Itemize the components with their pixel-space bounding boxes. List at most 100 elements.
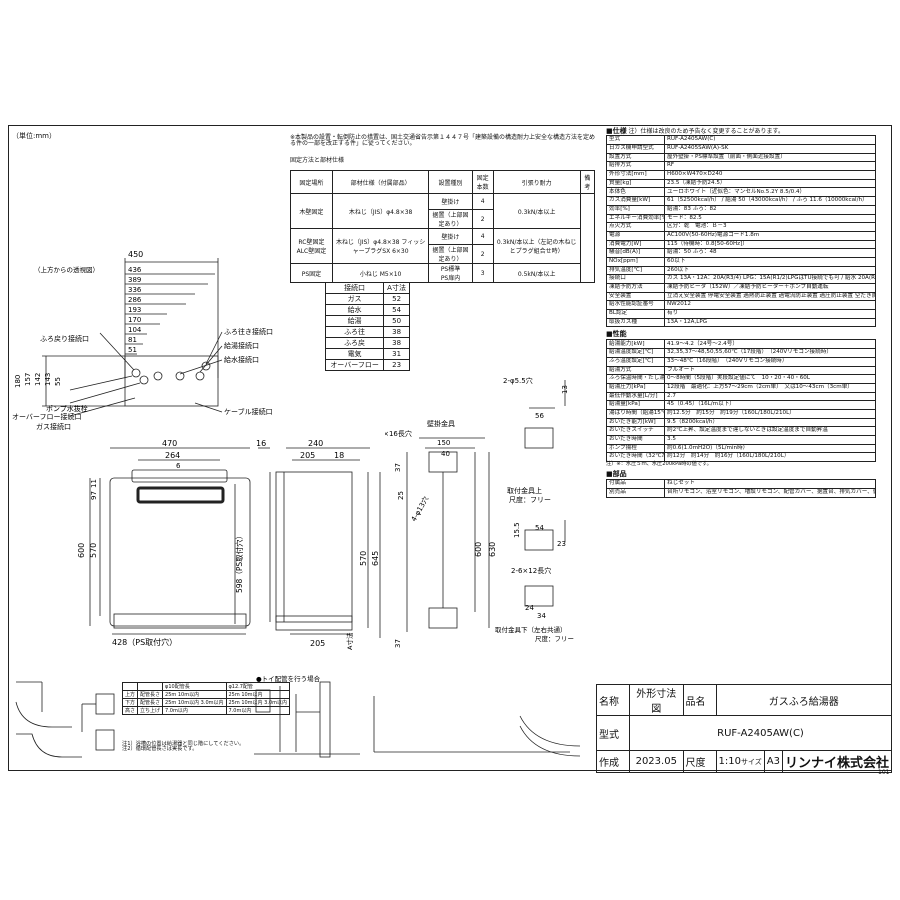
wall-bracket-drawing: 壁掛金具 6-5.5×16長穴 150 40 4-φ13穴 25 600 630 bbox=[385, 419, 497, 632]
spec-value: H600×W470×D240 bbox=[664, 170, 876, 180]
spec-row: 別売品台所リモコン、浴室リモコン、増設リモコン、配管カバー、据置台、排気カバー、… bbox=[606, 488, 876, 498]
spec-row: 湯はり時間（給湯15℃ふろ設定42℃）約12.5分 約15分 約19分（160L… bbox=[606, 408, 876, 419]
spec-key: 給排方式 bbox=[606, 161, 665, 172]
cell bbox=[121, 682, 139, 691]
dim: 13 bbox=[561, 385, 569, 394]
cell-text: PS標準 bbox=[440, 266, 461, 273]
scale-label: 尺度 bbox=[682, 750, 717, 773]
dim: 470 bbox=[162, 439, 177, 448]
spec-row: ふろ温度設定[℃]33～48℃（16段階） （240Vリモコン接続時） bbox=[606, 356, 876, 367]
spec-row: おいだきスイッチ約2℃上昇、設定温度まで達しないときは設定温度まで自動昇温 bbox=[606, 426, 876, 437]
cell: 7.0m以内 bbox=[162, 706, 227, 715]
fixing-row: 木壁固定 木ねじ（JIS）φ4.8×38 壁掛け 4 0.3kN/本以上 bbox=[290, 193, 596, 283]
spec-value: 給湯：83 ふろ：82 bbox=[664, 204, 876, 215]
title-block: 名称 外形寸法図 品名 ガスふろ給湯器 型式 RUF-A2405AW(C) 作成… bbox=[596, 684, 893, 773]
spec-value: ガス 13A・12A：20A(R3/4) LPG：15A(R1/2)LPGはTU… bbox=[664, 274, 876, 285]
spec-row: 給湯方式フルオート bbox=[606, 365, 876, 376]
made-value: 2023.05 bbox=[629, 750, 684, 773]
dim: 4-φ13穴 bbox=[409, 495, 431, 523]
spec-value: AC100V(50-60Hz)電源コード1.8m bbox=[664, 230, 876, 241]
cell: 31 bbox=[383, 348, 410, 360]
dim: 630 bbox=[488, 542, 497, 557]
cell: 小ねじ M5×10 bbox=[331, 263, 430, 283]
cell: 0.3kN/本以上（左記の木ねじとプラグ組合せ時） bbox=[492, 228, 581, 264]
part-label: 2-6×12長穴 bbox=[511, 566, 551, 575]
dim: 23 bbox=[557, 540, 566, 548]
installation-diagram bbox=[15, 681, 115, 758]
page-number: 101 bbox=[878, 769, 890, 776]
dim: 142 bbox=[34, 373, 42, 386]
spec-note: 注）仕様は改良のため予告なく変更することがあります。 bbox=[628, 128, 784, 135]
perf-note: 注）※：水圧５ｍ、水圧200kPa時の値です。 bbox=[606, 461, 712, 468]
spec-key: 消費電力[W] bbox=[606, 239, 665, 250]
unit-label: （単位:mm） bbox=[12, 132, 56, 140]
cell: 25m 10m以内 bbox=[162, 690, 227, 699]
spec-value: 45（0.45）（16L/m以下） bbox=[664, 400, 876, 410]
made-label: 作成 bbox=[596, 750, 630, 773]
dim: 11 bbox=[90, 479, 98, 488]
spec-row: 給湯圧力[kPa]12段階 最適化：上方57～29cm（2cm単） 又は10～4… bbox=[606, 382, 876, 393]
spec-row: 給湯量[kPa]45（0.45）（16L/m以下） bbox=[606, 400, 876, 410]
main-note: ※本製品の設置・転倒防止の措置は、国土交通省告示第１４４７号「建築設備の構造耐力… bbox=[290, 134, 596, 148]
spec-row: 安全装置立消え安全装置 停電安全装置 過熱防止装置 過電流防止装置 過圧防止装置… bbox=[606, 291, 876, 302]
cell: 38 bbox=[383, 326, 410, 338]
spec-value: 13A・12A,LPG bbox=[664, 317, 876, 328]
install-notes: 注1）浴槽の位置は給湯器と同じ階にしてください。 注2）循環配管長さは実長です。 bbox=[122, 741, 247, 753]
cell: 7.0m以内 bbox=[225, 706, 290, 715]
cell: 4 bbox=[471, 228, 494, 245]
cell: 給水 bbox=[324, 304, 385, 316]
spec-value: 約12.5分 約15分 約19分（160L/180L/210L） bbox=[664, 408, 876, 419]
spec-value: 23.5（凍結予防24.5） bbox=[664, 178, 876, 189]
spec-value: 12段階 最適化：上方57～29cm（2cm単） 又は10～43cm（3cm単） bbox=[664, 382, 876, 393]
spec-key: 設置方式 bbox=[606, 152, 665, 163]
spec-key: 型式 bbox=[606, 135, 665, 146]
th: 固定本数 bbox=[471, 170, 494, 194]
part-title: 取付金具上 bbox=[507, 486, 542, 495]
spec-value: 3.5 bbox=[664, 435, 876, 445]
cell: 木ねじ（JIS）φ4.8×38 bbox=[331, 193, 430, 229]
cell: 0.5kN/本以上 bbox=[492, 263, 581, 283]
company-name: リンナイ株式会社 bbox=[781, 750, 893, 773]
dim: 389 bbox=[128, 276, 141, 284]
a-dim-label: A寸法 bbox=[345, 632, 354, 650]
dim: 37 bbox=[394, 463, 402, 472]
connector-label: オーバーフロー接続口 bbox=[12, 412, 82, 421]
parts-title: ■部品 bbox=[606, 470, 627, 479]
dim: 570 bbox=[359, 551, 368, 566]
spec-row: ポンプ揚程約0.6(1.0mH2O)（5L/min時） bbox=[606, 443, 876, 454]
spec-value: 約0.6(1.0mH2O)（5L/min時） bbox=[664, 443, 876, 454]
spec-value: RF bbox=[664, 161, 876, 172]
dim: 336 bbox=[128, 286, 142, 294]
spec-value: NW2012 bbox=[664, 300, 876, 311]
pname-value: ガスふろ給湯器 bbox=[715, 684, 893, 716]
dim: 240 bbox=[308, 439, 323, 448]
drain-note: ●トイ配管を行う場合 bbox=[256, 674, 321, 683]
cell: PS固定 bbox=[290, 263, 333, 283]
spec-row: 外形寸法[mm]H600×W470×D240 bbox=[606, 170, 876, 180]
drawing-frame bbox=[8, 125, 892, 771]
fixing-table-header: 固定場所 部材仕様（付属部品） 設置種別 固定本数 引張り耐力 備考 bbox=[290, 170, 596, 194]
dim: 150 bbox=[437, 439, 450, 447]
spec-key: 給水性能認証番号 bbox=[606, 300, 665, 311]
spec-row: おいだき能力[kW]9.5（8200kcal/h） bbox=[606, 417, 876, 428]
connector-label: 給湯接続口 bbox=[224, 341, 259, 350]
spec-row: おいだき時間（32℃から42℃まで）約12分 約14分 約16分（160L/18… bbox=[606, 452, 876, 463]
th: 引張り耐力 bbox=[492, 170, 581, 194]
parts-table: 付属品ねじセット別売品台所リモコン、浴室リモコン、増設リモコン、配管カバー、据置… bbox=[606, 479, 876, 498]
cell: 25m 10m以内 3.0m以内 bbox=[162, 698, 227, 707]
dim: 40 bbox=[441, 450, 450, 458]
spec-value: フルオート bbox=[664, 365, 876, 376]
spec-key: 給湯能力[kW] bbox=[606, 339, 665, 350]
cell: オーバーフロー bbox=[324, 359, 385, 371]
fixing-row: 据置（上部固定あり） 2 bbox=[291, 244, 595, 264]
dim: 600 bbox=[474, 542, 483, 557]
spec-key: 湯はり時間（給湯15℃ふろ設定42℃） bbox=[606, 408, 665, 419]
spec-value: ユーロホワイト（近似色：マンセルNo.5.2Y 8.5/0.4） bbox=[664, 187, 876, 198]
spec-row: 給湯能力[kW]41.9～4.2（24号～2.4号） bbox=[606, 339, 876, 350]
dim: 205 bbox=[300, 451, 315, 460]
